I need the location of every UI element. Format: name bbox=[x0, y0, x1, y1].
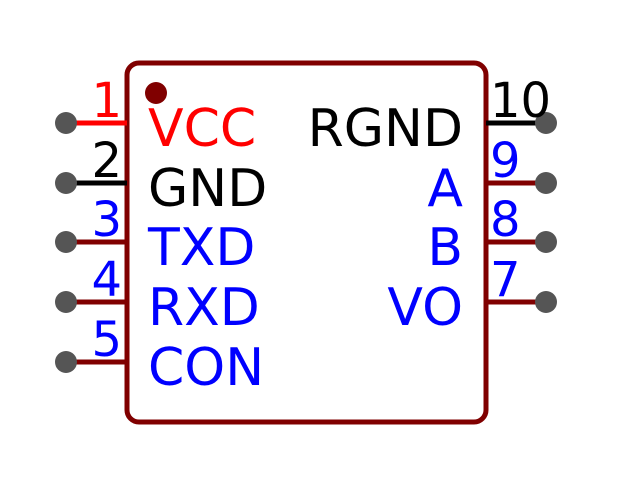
pin-number: 9 bbox=[490, 133, 521, 189]
pin-4: 4 RXD bbox=[55, 252, 260, 338]
pin-number: 2 bbox=[91, 133, 122, 189]
pin-name: VO bbox=[387, 278, 463, 338]
pin-name: GND bbox=[148, 159, 267, 219]
pin-endpoint-icon bbox=[535, 231, 557, 253]
pin-3: 3 TXD bbox=[55, 192, 255, 278]
pin-8: 8B bbox=[427, 192, 557, 278]
pin-number: 4 bbox=[91, 252, 122, 308]
pin-name: A bbox=[427, 159, 463, 219]
pin-name: RXD bbox=[148, 278, 260, 338]
pin-number: 1 bbox=[91, 73, 122, 129]
pin-number: 10 bbox=[490, 73, 551, 129]
pin-endpoint-icon bbox=[55, 291, 77, 313]
pin-5: 5 CON bbox=[55, 312, 264, 398]
pin-endpoint-icon bbox=[55, 172, 77, 194]
pin-1: 1 VCC bbox=[55, 73, 256, 159]
pin-number: 7 bbox=[490, 252, 521, 308]
pin-2: 2 GND bbox=[55, 133, 267, 219]
pin-endpoint-icon bbox=[535, 172, 557, 194]
pin-number: 5 bbox=[91, 312, 122, 368]
pin-name: B bbox=[427, 218, 463, 278]
pin1-marker-icon bbox=[145, 82, 167, 104]
pin-endpoint-icon bbox=[55, 351, 77, 373]
pin-name: TXD bbox=[147, 218, 255, 278]
pin-endpoint-icon bbox=[535, 112, 557, 134]
pin-name: VCC bbox=[148, 99, 256, 159]
pin-9: 9A bbox=[427, 133, 557, 219]
pin-10: 10 RGND bbox=[308, 73, 557, 159]
pin-endpoint-icon bbox=[535, 291, 557, 313]
pin-name: CON bbox=[148, 338, 264, 398]
pin-7: 7 VO bbox=[387, 252, 557, 338]
left-pins: 1 VCC 2 GND 3 TXD 4 RXD 5 CON bbox=[55, 73, 267, 398]
pin-number: 8 bbox=[490, 192, 521, 248]
pin-name: RGND bbox=[308, 99, 463, 159]
pin-endpoint-icon bbox=[55, 112, 77, 134]
pin-endpoint-icon bbox=[55, 231, 77, 253]
pin-number: 3 bbox=[91, 192, 122, 248]
